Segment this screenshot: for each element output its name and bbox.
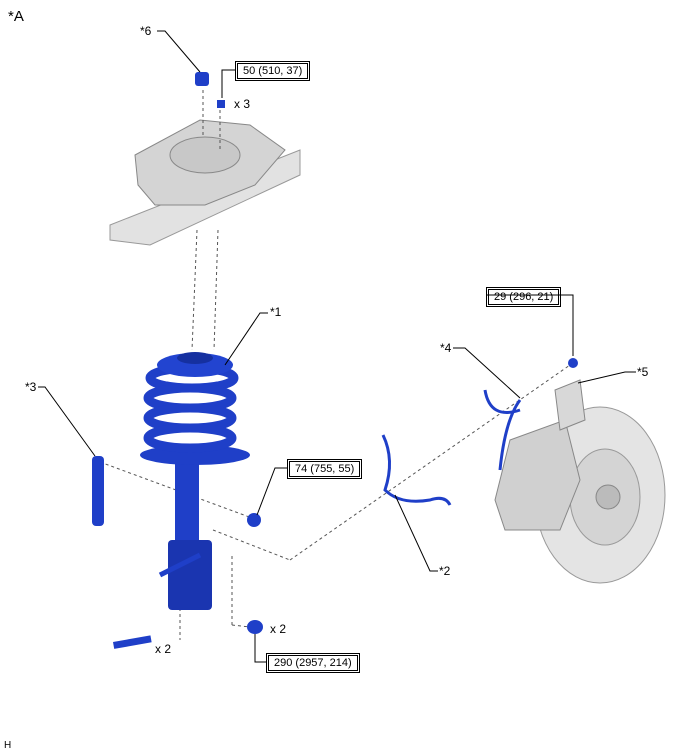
callout-5: *5 [637,365,649,379]
fasteners [92,72,578,649]
shock-absorber-assembly [140,352,250,610]
body-panel [109,119,301,246]
callout-1: *1 [270,305,282,319]
torque-box-upper-nut: 50 (510, 37) [235,61,311,81]
torque-box-stabilizer-nut: 74 (755, 55) [287,459,363,479]
figure-label: *A [8,8,24,25]
quantity-knuckle-bolt: x 2 [155,642,172,656]
leader-lines [38,30,636,663]
torque-value: 74 (755, 55) [289,461,361,477]
harnesses [381,389,522,506]
torque-value: 29 (296, 21) [488,289,560,305]
torque-value: 290 (2957, 214) [268,655,358,671]
torque-value: 50 (510, 37) [237,63,309,79]
torque-box-knuckle-nut: 290 (2957, 214) [266,653,360,673]
quantity-upper-nut: x 3 [234,97,251,111]
callout-2: *2 [439,564,451,578]
torque-box-sensor-bolt: 29 (296, 21) [486,287,562,307]
disc-and-knuckle [494,379,666,584]
footer-mark: H [4,740,12,751]
callout-4: *4 [440,341,452,355]
callout-6: *6 [140,24,152,38]
callout-3: *3 [25,380,37,394]
quantity-knuckle-nut: x 2 [270,622,287,636]
